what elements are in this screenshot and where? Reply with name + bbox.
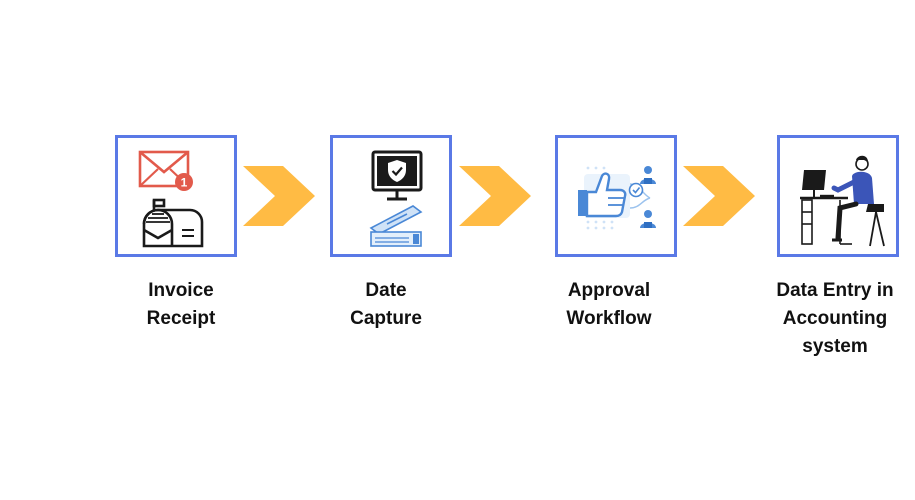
person-icon <box>831 155 874 242</box>
step-label-date-capture: Date Capture <box>350 280 422 329</box>
dotted-background <box>586 166 614 230</box>
notification-badge <box>175 173 193 191</box>
step-label-invoice-receipt: Invoice Receipt <box>146 280 216 329</box>
flow-arrow-2 <box>459 166 531 226</box>
computer-monitor-icon <box>802 170 834 198</box>
step-label-data-entry: Data Entry in Accounting system <box>776 280 894 357</box>
flow-arrow-1 <box>243 166 315 226</box>
step-box-data-entry <box>777 135 899 257</box>
step-box-date-capture <box>330 135 452 257</box>
monitor-scanner-icon <box>369 150 423 247</box>
chair-icon <box>866 204 885 247</box>
step-label-approval-workflow: Approval Workflow <box>566 280 652 329</box>
person-at-computer-icon <box>800 155 885 247</box>
scanner-icon <box>369 205 423 247</box>
step-box-invoice-receipt: 1 <box>115 135 237 257</box>
step-box-approval-workflow <box>555 135 677 257</box>
shield-check-icon <box>388 160 406 182</box>
approver-person-icon <box>640 210 656 228</box>
thumbs-up-approval-icon <box>578 166 656 230</box>
envelope-icon <box>138 150 190 188</box>
thumbs-up-icon <box>578 172 627 218</box>
envelope-mailbox-icon: 1 <box>138 150 204 248</box>
check-circle-icon <box>628 182 644 198</box>
notification-count: 1 <box>181 176 188 190</box>
flow-arrow-3 <box>683 166 755 226</box>
mailbox-icon <box>142 198 204 248</box>
approver-person-icon <box>640 166 656 184</box>
